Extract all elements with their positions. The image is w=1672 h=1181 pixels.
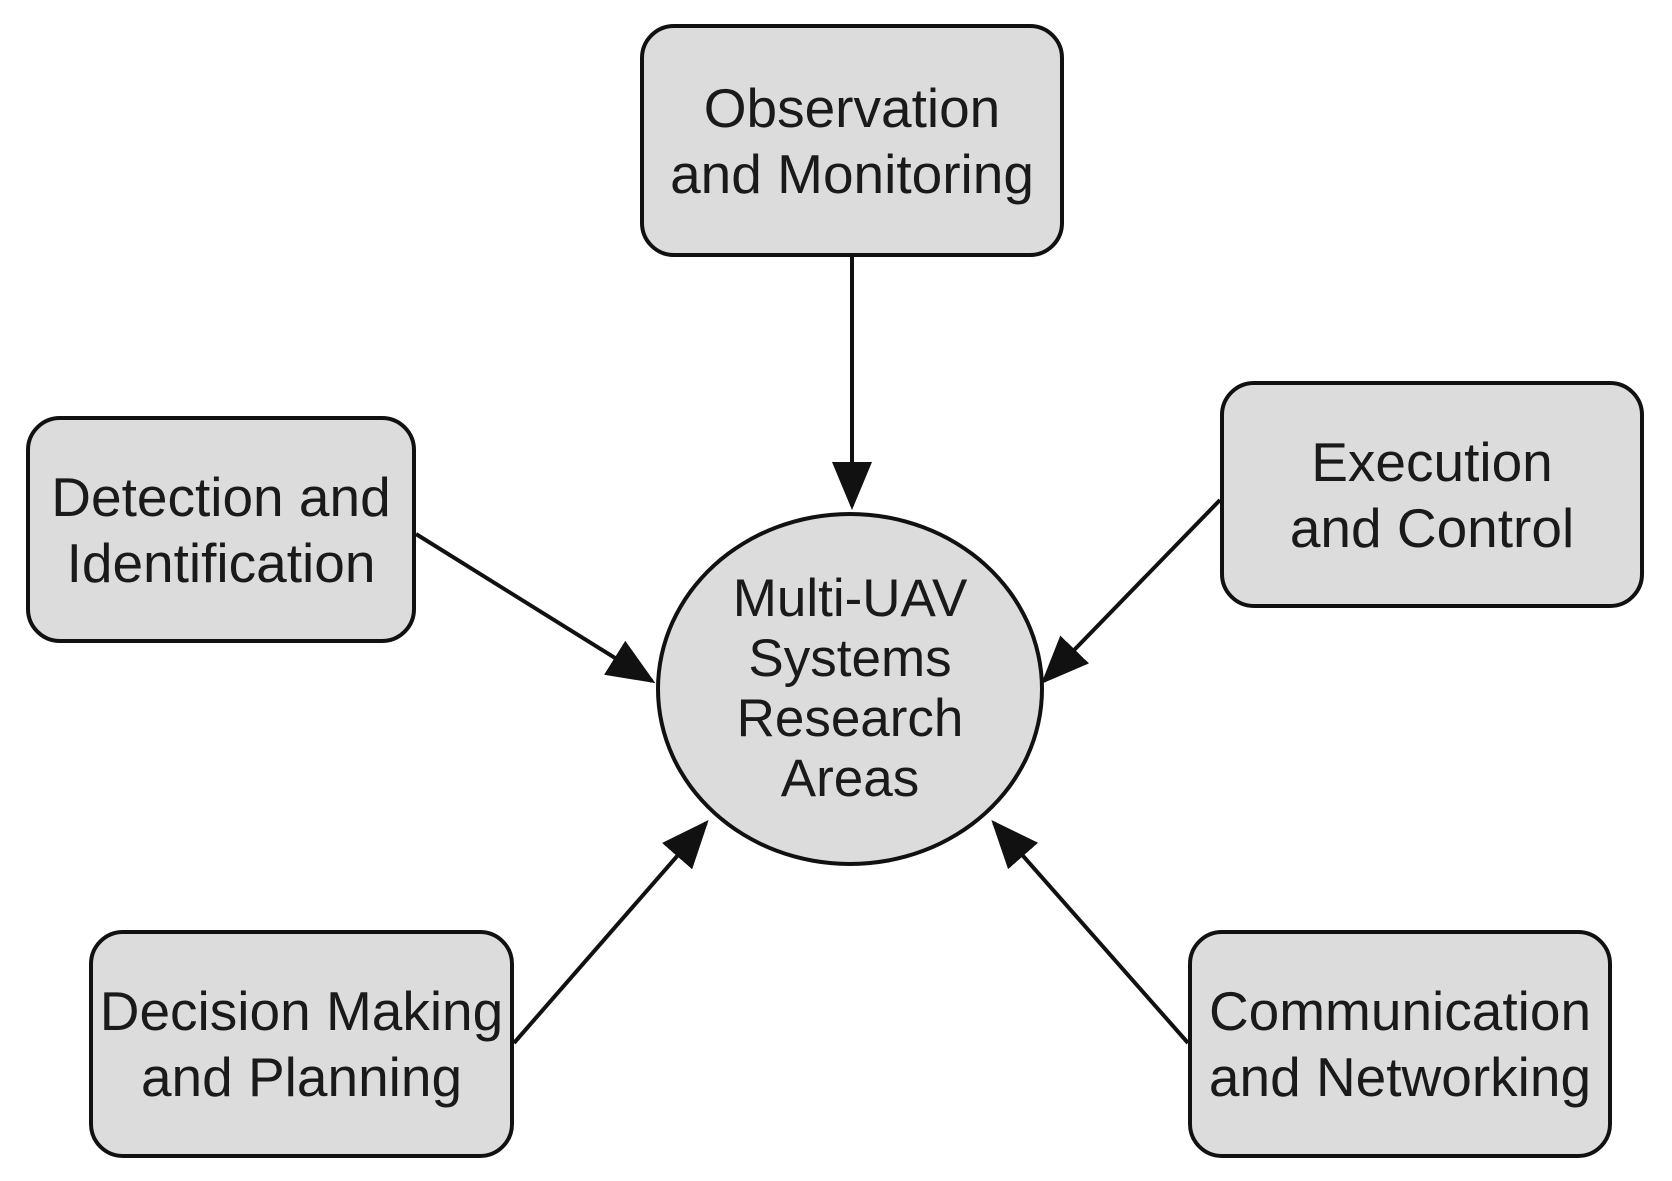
edge-execution-to-center	[1041, 498, 1222, 684]
node-label-line: Decision Making	[99, 980, 504, 1042]
node-label-line: Identification	[66, 531, 376, 594]
center-label-line: Research	[736, 689, 964, 748]
center-label-line: Systems	[748, 629, 952, 688]
node-detection-and-identification: Detection and Identification	[26, 416, 416, 643]
edge-communication-to-center	[991, 819, 1190, 1045]
node-label-line: Execution	[1311, 430, 1553, 493]
node-label-line: and Networking	[1208, 1046, 1592, 1108]
center-node-multi-uav-systems-research-areas: Multi-UAV Systems Research Areas	[656, 512, 1044, 866]
node-label-line: Observation	[703, 76, 1001, 139]
node-label-line: Detection and	[51, 465, 391, 528]
node-label-line: and Monitoring	[670, 142, 1034, 205]
edge-decision-to-center	[512, 819, 709, 1045]
node-label-line: Communication	[1208, 980, 1592, 1042]
center-label-line: Areas	[780, 749, 920, 808]
node-label-line: and Planning	[140, 1046, 463, 1108]
node-observation-and-monitoring: Observation and Monitoring	[640, 24, 1064, 257]
edge-detection-to-center	[414, 532, 656, 684]
center-label-line: Multi-UAV	[732, 569, 968, 628]
node-execution-and-control: Execution and Control	[1220, 381, 1644, 608]
node-decision-making-and-planning: Decision Making and Planning	[89, 930, 514, 1158]
node-label-line: and Control	[1289, 496, 1575, 559]
node-communication-and-networking: Communication and Networking	[1188, 930, 1612, 1158]
